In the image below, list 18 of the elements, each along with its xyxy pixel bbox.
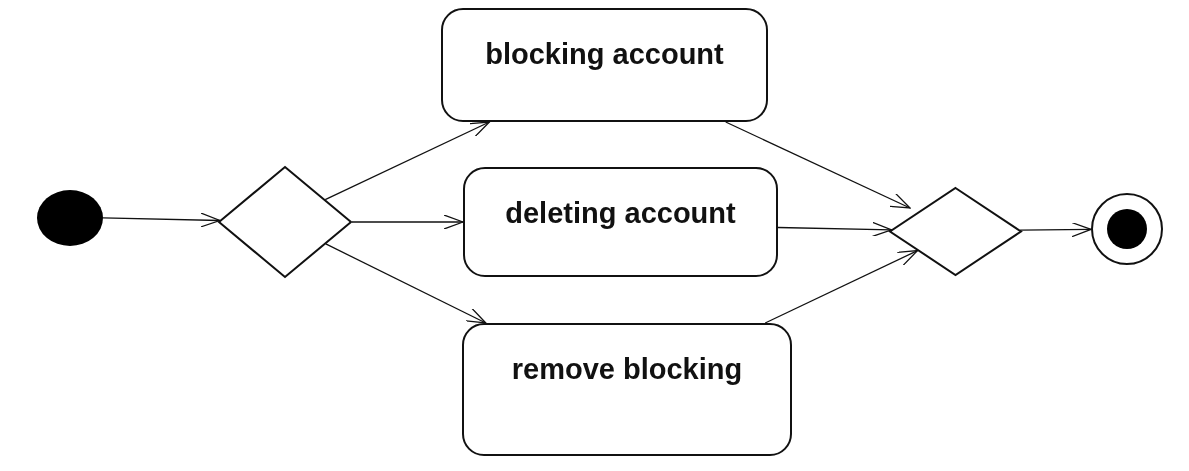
arrow (325, 243, 487, 324)
activity-box (462, 323, 792, 456)
decision-diamond (218, 166, 352, 278)
activity-box (441, 8, 768, 122)
arrow (351, 214, 464, 230)
activity-label: remove blocking (510, 353, 744, 386)
initial-node (37, 190, 103, 246)
activity-box (463, 167, 778, 277)
arrow (324, 121, 491, 201)
arrow (1019, 221, 1092, 238)
arrow (777, 221, 893, 238)
decision-diamond (889, 187, 1022, 276)
arrow (764, 249, 919, 324)
final-node (1091, 193, 1163, 265)
arrow (725, 121, 911, 209)
arrow (102, 212, 221, 228)
activity-label: blocking account (484, 38, 725, 71)
activity-label: deleting account (504, 197, 737, 230)
